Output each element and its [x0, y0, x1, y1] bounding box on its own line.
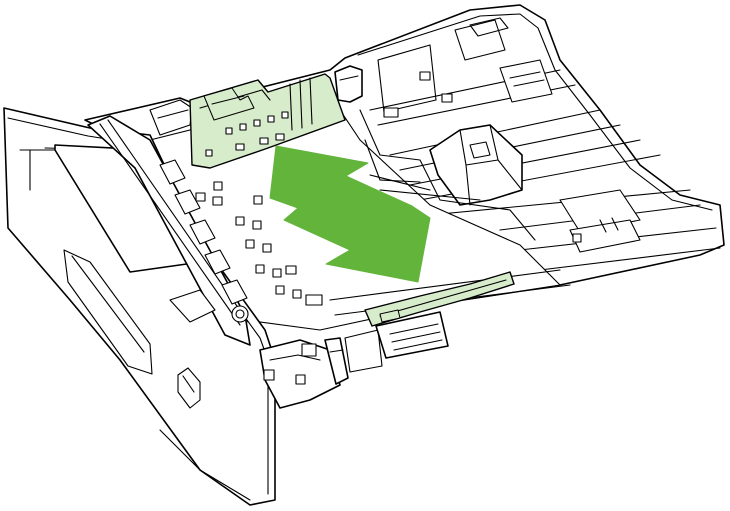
double-headed-arrow-icon — [269, 145, 431, 283]
rear-paper-guide[interactable] — [429, 124, 523, 206]
tray-back-wall — [84, 4, 725, 303]
right-side-paper-guide[interactable] — [364, 271, 515, 359]
tray-front-corner — [259, 329, 383, 409]
left-side-paper-guide[interactable] — [189, 65, 363, 169]
tray-left-rail — [87, 99, 251, 346]
